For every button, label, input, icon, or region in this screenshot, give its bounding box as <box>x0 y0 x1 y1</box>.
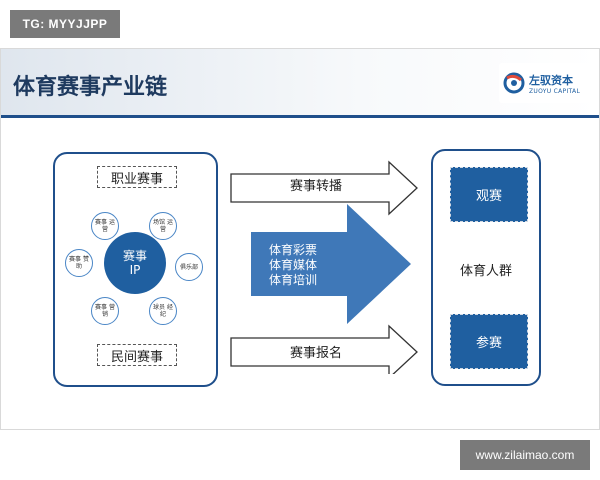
event-ip-line1: 赛事 <box>122 249 147 263</box>
title-underline <box>1 115 599 118</box>
slide: 体育赛事产业链 左驭资本 ZUOYU CAPITAL 职业赛事 赛事 运营 场馆… <box>0 48 600 430</box>
broadcast-arrow-shape <box>230 160 418 216</box>
participate-box: 参赛 <box>450 314 528 369</box>
slide-title: 体育赛事产业链 <box>13 75 168 100</box>
amateur-events-label: 民间赛事 <box>97 344 177 366</box>
watch-events-box: 观赛 <box>450 167 528 222</box>
event-ip-line2: IP <box>129 263 141 277</box>
satellite-event-operation: 赛事 运营 <box>91 212 119 240</box>
sports-crowd-label: 体育人群 <box>459 264 512 279</box>
flow-arrows <box>230 160 418 374</box>
event-ip-circle: 赛事 IP <box>104 232 166 294</box>
register-arrow-shape <box>230 324 418 374</box>
satellite-club: 俱乐部 <box>175 253 203 281</box>
satellite-event-marketing: 赛事 营销 <box>91 297 119 325</box>
watermark-bottom-label: www.zilaimao.com <box>460 440 590 470</box>
media-line: 体育媒体 <box>269 258 318 272</box>
satellite-venue-operation: 场馆 运营 <box>149 212 177 240</box>
big-center-arrow-shape <box>251 204 411 324</box>
registration-label: 赛事报名 <box>289 346 342 361</box>
zuoyu-logo-icon <box>503 72 525 94</box>
logo-text: 左驭资本 ZUOYU CAPITAL <box>529 72 580 95</box>
broadcast-label: 赛事转播 <box>289 179 342 194</box>
satellite-player-agent: 球员 经纪 <box>149 297 177 325</box>
company-logo: 左驭资本 ZUOYU CAPITAL <box>499 63 589 103</box>
professional-events-label: 职业赛事 <box>97 166 177 188</box>
lottery-line: 体育彩票 <box>269 243 318 257</box>
logo-name-en: ZUOYU CAPITAL <box>529 87 581 95</box>
training-line: 体育培训 <box>269 273 318 287</box>
big-arrow-text: 体育彩票 体育媒体 体育培训 <box>269 243 359 288</box>
sports-crowd-panel: 观赛 体育人群 参赛 <box>431 149 541 386</box>
event-ip-panel: 职业赛事 赛事 运营 场馆 运营 俱乐部 球员 经纪 赛事 营销 赛事 赞助 赛… <box>53 152 218 387</box>
satellite-event-sponsorship: 赛事 赞助 <box>65 249 93 277</box>
logo-name-cn: 左驭资本 <box>529 73 573 87</box>
watermark-top-label: TG: MYYJJPP <box>10 10 120 38</box>
